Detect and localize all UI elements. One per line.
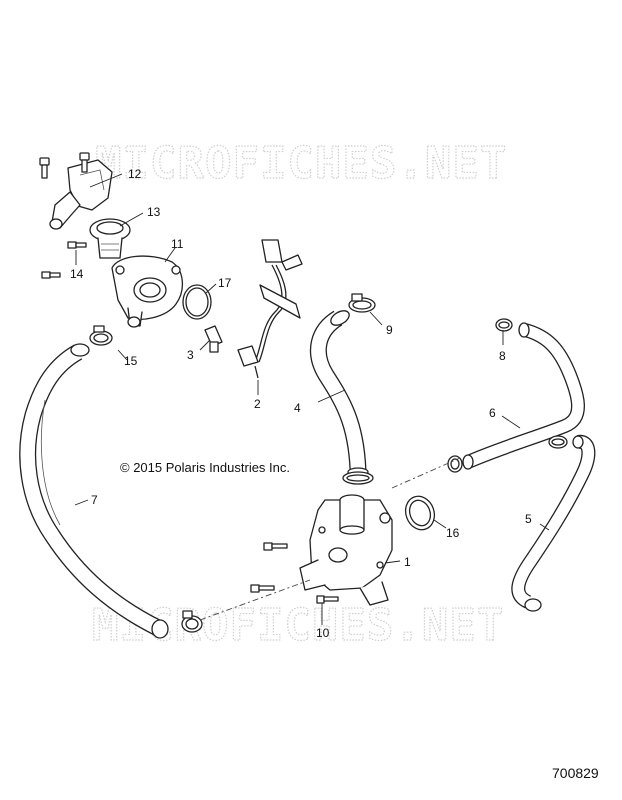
pump-bolt-lower (250, 584, 275, 593)
callout-10: 10 (316, 626, 330, 640)
part-13-thermostat (89, 218, 131, 259)
callout-1: 1 (404, 555, 411, 569)
part-17-o-ring (182, 284, 212, 320)
callout-7: 7 (91, 493, 98, 507)
leader-lines (74, 173, 550, 625)
cover-bolt-left (39, 157, 50, 179)
part-14-bolt-upper (67, 241, 87, 249)
part-7-hose (19, 343, 169, 639)
part-2-wire-harness (237, 239, 303, 379)
callout-16: 16 (446, 526, 460, 540)
part-5-hose (511, 434, 596, 609)
callout-5: 5 (525, 512, 532, 526)
callout-15: 15 (124, 354, 138, 368)
part-6-hose (462, 322, 585, 470)
alignment-line-upper (391, 457, 461, 489)
part-15-clamp (89, 325, 113, 346)
callout-2: 2 (254, 397, 261, 411)
callout-13: 13 (147, 205, 161, 219)
callout-14: 14 (70, 267, 84, 281)
part-3-temperature-sensor (204, 325, 223, 353)
callout-8: 8 (499, 349, 506, 363)
callout-11: 11 (171, 237, 184, 251)
watermark-top: MICROFICHES.NET (95, 138, 507, 189)
pump-bolt-upper (263, 542, 288, 551)
callout-4: 4 (294, 401, 301, 415)
part-1-water-pump (299, 494, 393, 606)
part-12-thermostat-cover (49, 159, 113, 230)
part-9-clamp (348, 293, 376, 313)
clamp-hose-4-lower (342, 471, 374, 485)
clamp-hose-7-lower (181, 610, 203, 633)
part-14-bolt-lower (41, 271, 61, 279)
callout-6: 6 (489, 406, 496, 420)
copyright-notice: © 2015 Polaris Industries Inc. (120, 460, 290, 475)
part-11-thermostat-housing (111, 255, 183, 328)
callout-12: 12 (128, 167, 142, 181)
part-8-clamp (495, 318, 513, 332)
callout-9: 9 (386, 323, 393, 337)
callout-17: 17 (218, 276, 232, 290)
cover-bolt-right (79, 152, 90, 173)
part-10-bolt (316, 595, 339, 604)
figure-number: 700829 (552, 765, 599, 781)
alignment-line-lower (199, 579, 311, 621)
part-16-o-ring (404, 495, 436, 531)
clamp-hose-5-lower (524, 598, 542, 612)
callout-3: 3 (187, 348, 194, 362)
clamp-hose-6-upper-end (548, 435, 568, 449)
part-4-hose (309, 310, 369, 477)
